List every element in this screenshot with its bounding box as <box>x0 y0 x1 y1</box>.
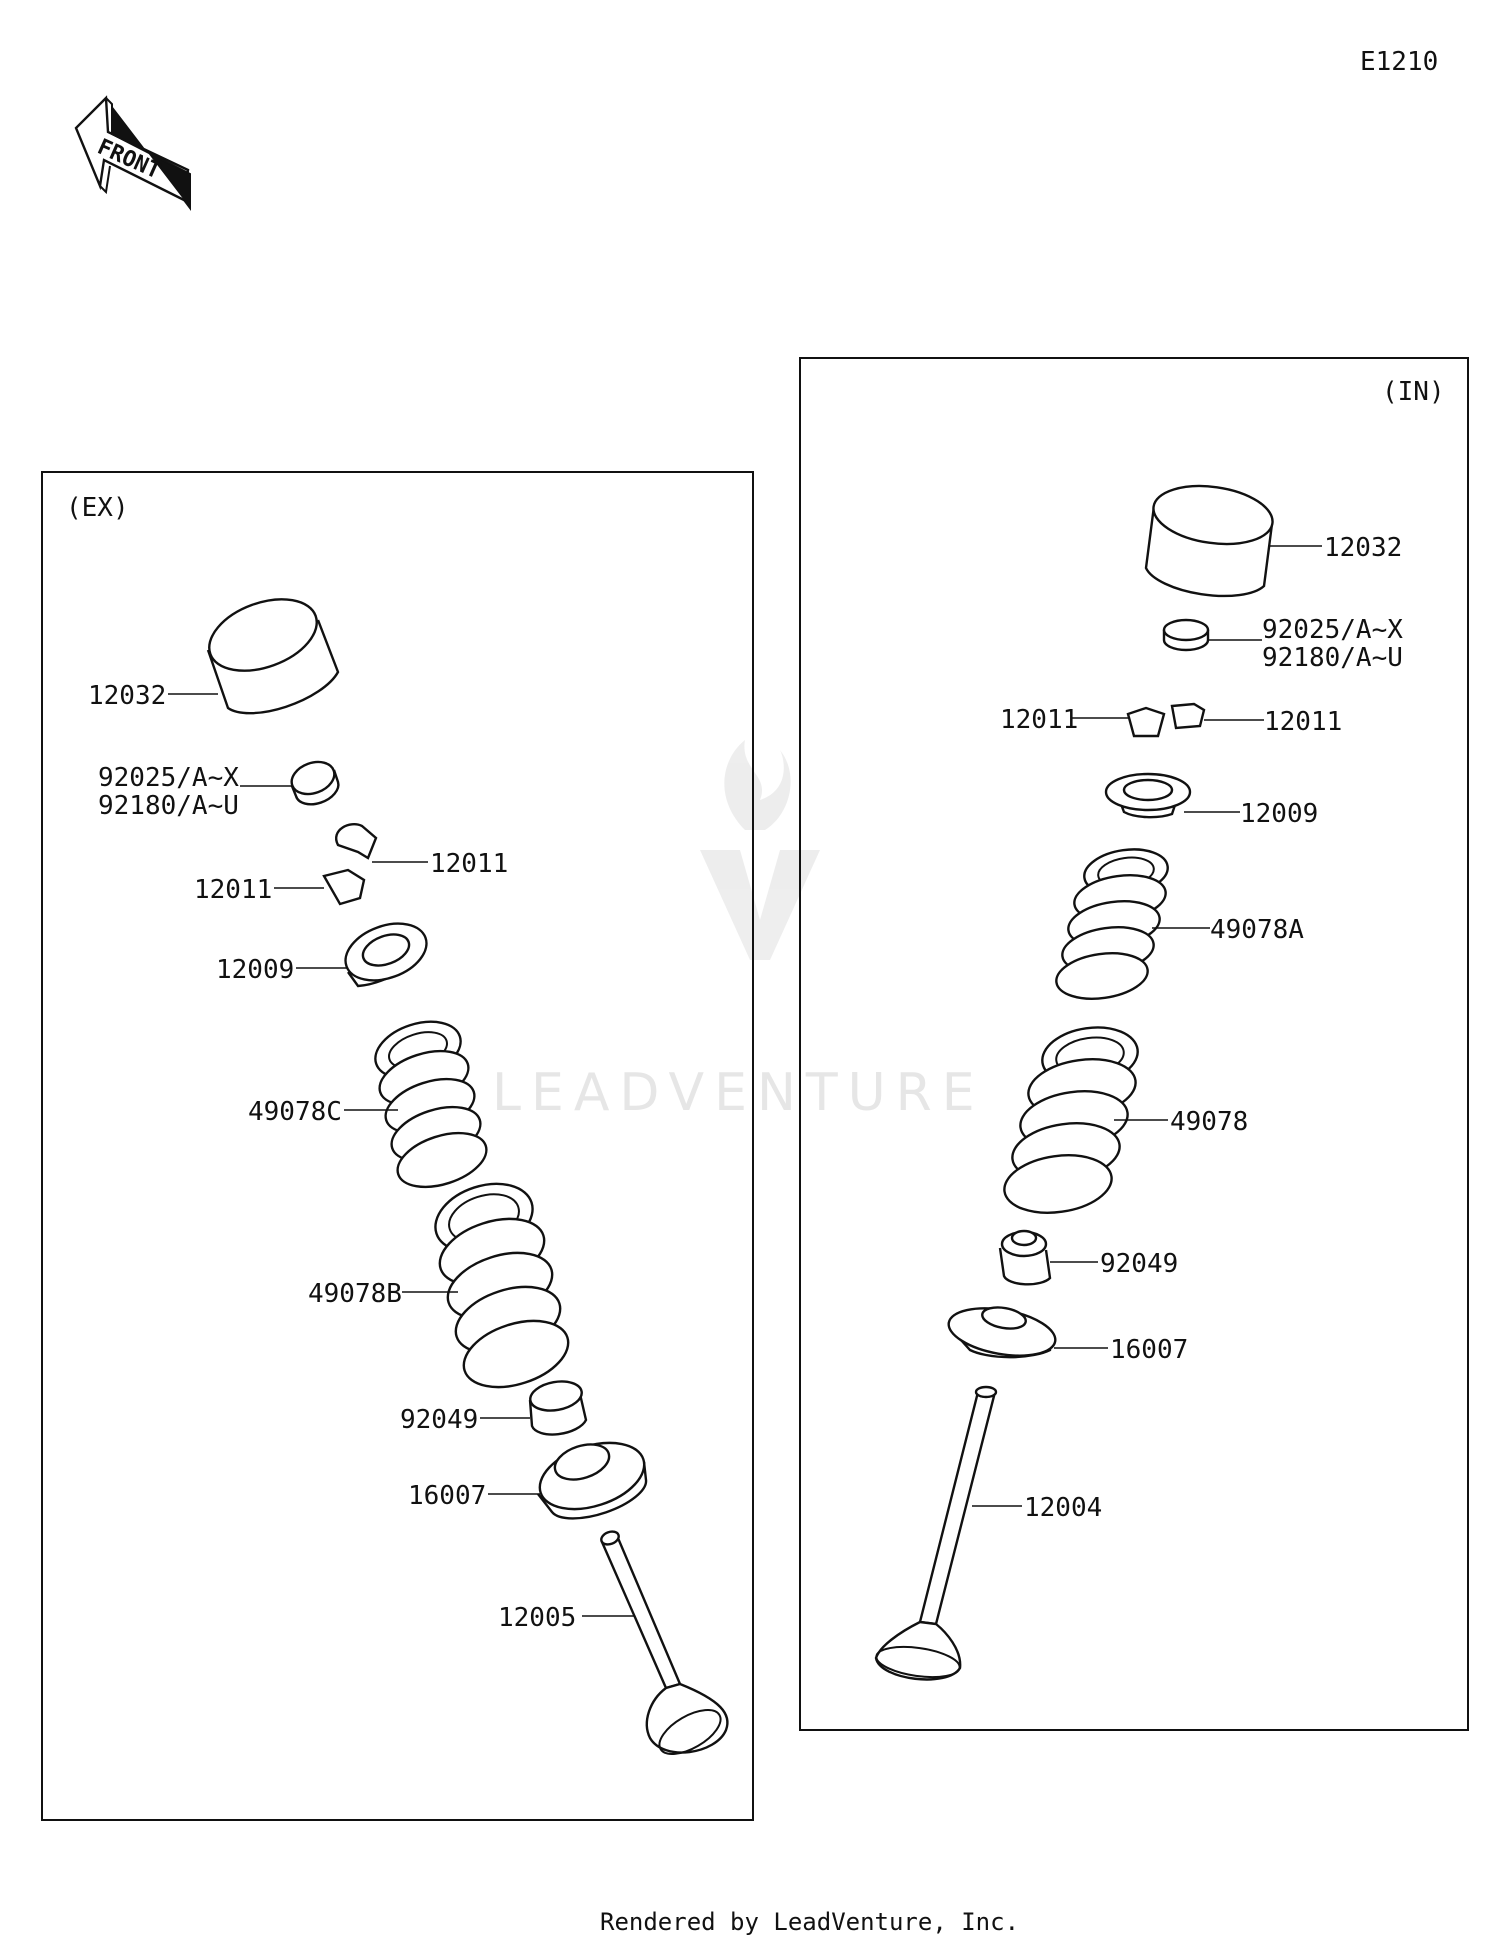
in-inner-spring-part <box>1055 848 1169 1000</box>
exhaust-title: (EX) <box>66 493 129 523</box>
ex-shim-part <box>290 760 340 806</box>
in-retainer-label: 12009 <box>1240 799 1318 829</box>
ex-outer-spring-label: 49078B <box>308 1279 402 1309</box>
ex-seat-part <box>537 1441 648 1520</box>
ex-inner-spring-part <box>374 1020 488 1189</box>
ex-valve-label: 12005 <box>498 1603 576 1633</box>
in-seal-part <box>998 1229 1052 1286</box>
in-seat-part <box>947 1306 1057 1359</box>
intake-panel <box>799 357 1469 1731</box>
in-shim-label-2: 92180/A~U <box>1262 643 1403 673</box>
in-outer-spring-part <box>1003 1026 1139 1214</box>
in-seat-label: 16007 <box>1110 1335 1188 1365</box>
ex-tappet-label: 12032 <box>88 681 166 711</box>
in-tappet-label: 12032 <box>1324 533 1402 563</box>
ex-keeper-part <box>322 823 378 906</box>
in-outer-spring-label: 49078 <box>1170 1107 1248 1137</box>
ex-retainer-label: 12009 <box>216 955 294 985</box>
in-retainer-part <box>1104 772 1192 819</box>
ex-retainer-part <box>344 922 428 988</box>
watermark-text: LEADVENTURE <box>492 1063 985 1123</box>
in-inner-spring-label: 49078A <box>1210 915 1304 945</box>
in-seal-label: 92049 <box>1100 1249 1178 1279</box>
ex-keeper-left-label: 12011 <box>194 875 272 905</box>
in-valve-part <box>874 1385 998 1681</box>
ex-seal-part <box>528 1380 588 1436</box>
in-valve-label: 12004 <box>1024 1493 1102 1523</box>
ex-shim-label-2: 92180/A~U <box>98 791 239 821</box>
ex-outer-spring-part <box>434 1182 570 1389</box>
ex-shim-label-1: 92025/A~X <box>98 763 239 793</box>
front-arrow-icon: FRONT <box>74 95 191 211</box>
ex-valve-part <box>600 1530 729 1755</box>
in-shim-part <box>1162 618 1210 652</box>
intake-title: (IN) <box>1382 377 1445 407</box>
ex-inner-spring-label: 49078C <box>248 1097 342 1127</box>
in-keeper-part <box>1126 702 1206 738</box>
ex-keeper-right-label: 12011 <box>430 849 508 879</box>
in-shim-label-1: 92025/A~X <box>1262 615 1403 645</box>
exhaust-panel <box>41 471 754 1821</box>
ex-tappet-part <box>206 598 340 715</box>
in-keeper-left-label: 12011 <box>1000 705 1078 735</box>
ex-seal-label: 92049 <box>400 1405 478 1435</box>
diagram-code: E1210 <box>1360 47 1438 77</box>
in-tappet-part <box>1144 484 1274 598</box>
footer-credit: Rendered by LeadVenture, Inc. <box>600 1908 1019 1936</box>
watermark-logo <box>700 740 820 960</box>
ex-seat-label: 16007 <box>408 1481 486 1511</box>
in-keeper-right-label: 12011 <box>1264 707 1342 737</box>
